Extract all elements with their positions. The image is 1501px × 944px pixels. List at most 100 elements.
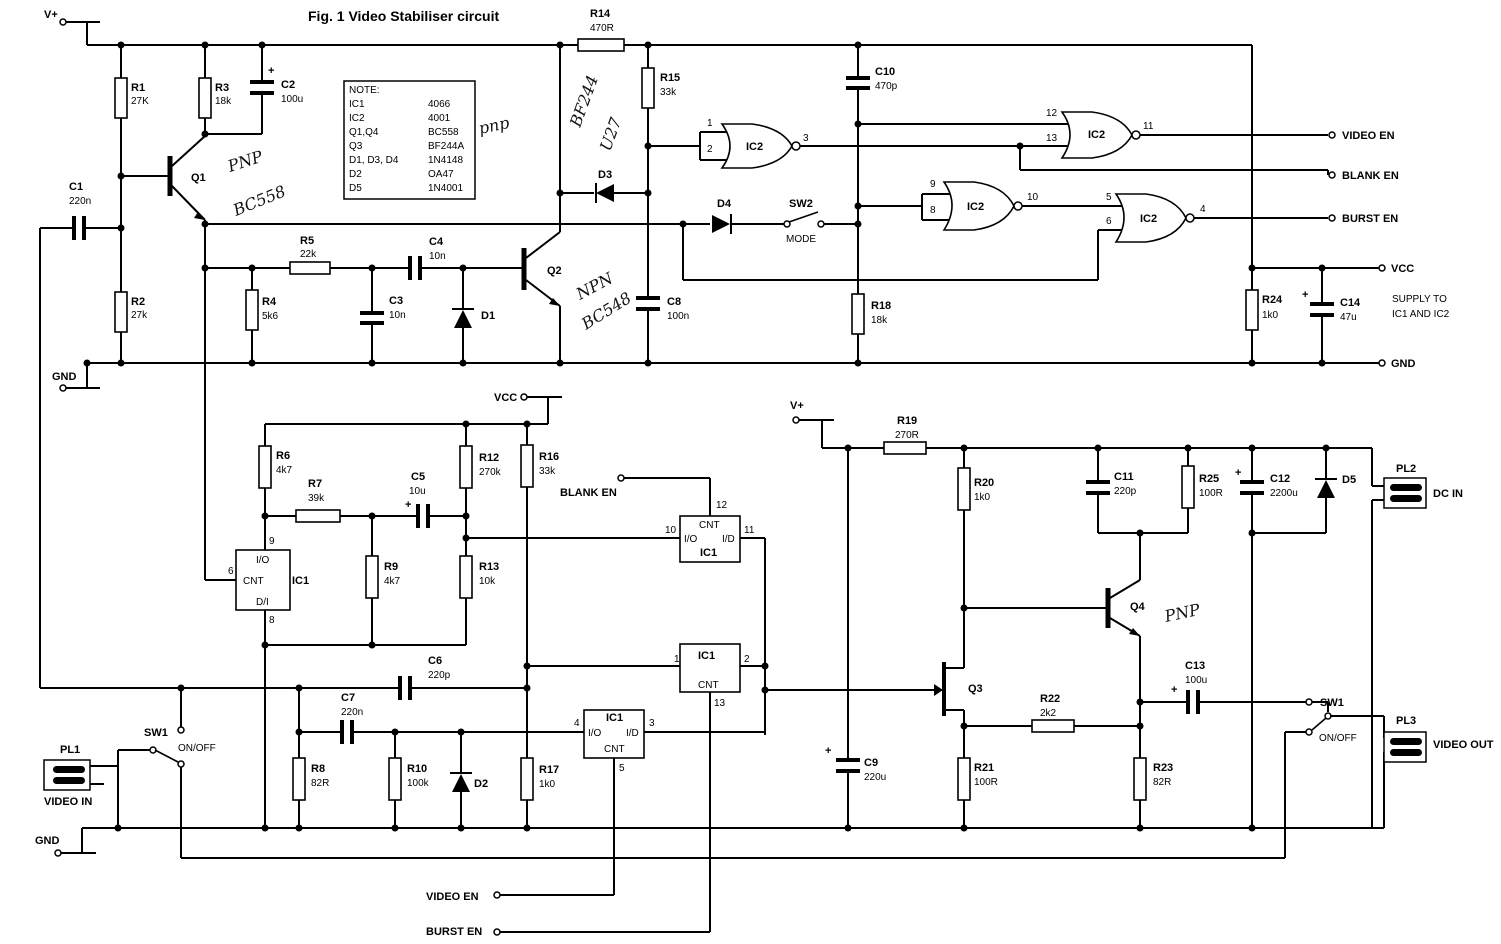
- diode-d3: [596, 184, 614, 202]
- resistor-r17: [520, 757, 534, 801]
- r24-ref: R24: [1262, 294, 1283, 306]
- svg-text:+: +: [1235, 467, 1241, 479]
- r9-value: 4k7: [384, 576, 401, 587]
- resistor-r24: [1245, 289, 1259, 331]
- gnd-label: GND: [52, 371, 77, 383]
- resistor-r21: [957, 757, 971, 801]
- gate-label: IC2: [1088, 129, 1105, 141]
- sw1-output-label: ON/OFF: [1319, 733, 1357, 744]
- resistor-r4: [245, 289, 259, 331]
- c7-ref: C7: [341, 692, 355, 704]
- note-value: BF244A: [428, 141, 464, 152]
- resistor-r3: [198, 77, 212, 119]
- switch-sw1-input[interactable]: [154, 749, 179, 763]
- r14-ref: R14: [590, 8, 611, 20]
- pin-label: 12: [1046, 108, 1058, 119]
- ic1-s3-cnt: CNT: [698, 680, 719, 691]
- sw1-label: ON/OFF: [178, 743, 216, 754]
- pin-label: 9: [269, 536, 275, 547]
- handwritten-note: U27: [596, 114, 626, 153]
- r20-ref: R20: [974, 477, 994, 489]
- video-en-input-terminal: [493, 891, 501, 899]
- r2-ref: R2: [131, 296, 145, 308]
- ic1-switch-3: [500, 643, 765, 933]
- pin-label: 12: [716, 500, 728, 511]
- d1-ref: D1: [481, 310, 495, 322]
- c9-value: 220u: [864, 772, 886, 783]
- diode-d4: [712, 215, 730, 233]
- sw2-ref: SW2: [789, 198, 813, 210]
- supply-decoupling: +: [1245, 268, 1334, 363]
- r15-value: 33k: [660, 87, 677, 98]
- resistor-r13: [459, 555, 473, 599]
- c3-value: 10n: [389, 310, 406, 321]
- connector-pl2: [1383, 477, 1427, 509]
- switch-sw2[interactable]: [788, 211, 819, 223]
- c7-value: 220n: [341, 707, 363, 718]
- svg-text:+: +: [1302, 289, 1308, 301]
- pin-label: 4: [574, 718, 580, 729]
- c13-value: 100u: [1185, 675, 1207, 686]
- nor-gate-2: [1019, 111, 1328, 171]
- vcc-terminal: [1378, 264, 1386, 272]
- pin-label: 13: [714, 698, 726, 709]
- svg-text:+: +: [405, 499, 411, 511]
- c14-ref: C14: [1340, 297, 1361, 309]
- note-part: D2: [349, 169, 362, 180]
- pin-label: 11: [1143, 121, 1154, 132]
- note-part: D5: [349, 183, 362, 194]
- video-en-terminal: [1328, 131, 1336, 139]
- pin-label: 1: [707, 118, 713, 129]
- figure-title: Fig. 1 Video Stabiliser circuit: [308, 8, 499, 24]
- pin-label: 6: [228, 566, 234, 577]
- q1-emitter-network: +: [198, 45, 274, 135]
- resistor-r6: [258, 445, 272, 489]
- sw1-ref: SW1: [144, 727, 168, 739]
- top-power-wiring: [64, 21, 1380, 389]
- r21-value: 100R: [974, 777, 998, 788]
- r20-value: 1k0: [974, 492, 991, 503]
- pin-label: 13: [1046, 133, 1058, 144]
- r5-value: 22k: [300, 249, 317, 260]
- handwritten-note: PNP: [224, 147, 265, 176]
- ic1-s1-cnt: CNT: [243, 576, 264, 587]
- mode-switch-path: [205, 211, 1122, 281]
- q2-ref: Q2: [547, 265, 562, 277]
- r13-value: 10k: [479, 576, 496, 587]
- resistor-r5: [289, 261, 331, 275]
- sync-separator: [205, 256, 522, 363]
- resistor-r14: [577, 38, 625, 52]
- q3-ref: Q3: [968, 683, 983, 695]
- vcc-label: VCC: [1391, 263, 1414, 275]
- r10-value: 100k: [407, 778, 430, 789]
- burst-en-label: BURST EN: [1342, 213, 1398, 225]
- gnd-terminal: [59, 384, 67, 392]
- v-plus-label: V+: [44, 9, 58, 21]
- r12-value: 270k: [479, 467, 502, 478]
- blank-en-terminal: [1328, 171, 1336, 179]
- pin-label: 8: [930, 205, 936, 216]
- r3-ref: R3: [215, 82, 229, 94]
- vcc-mid-wiring: [265, 396, 562, 445]
- pin-label: 9: [930, 179, 936, 190]
- note-value: 1N4001: [428, 183, 463, 194]
- r14-value: 470R: [590, 23, 614, 34]
- ic1-s4-cnt: CNT: [604, 744, 625, 755]
- c6-ref: C6: [428, 655, 442, 667]
- pin-label: 8: [269, 615, 275, 626]
- resistor-r7: [295, 509, 341, 523]
- note-heading: NOTE:: [349, 85, 380, 96]
- d5-ref: D5: [1342, 474, 1356, 486]
- resistor-r9: [365, 555, 379, 599]
- pin-label: 2: [707, 144, 713, 155]
- handwritten-note: BC558: [229, 182, 288, 221]
- r23-value: 82R: [1153, 777, 1171, 788]
- d2-ref: D2: [474, 778, 488, 790]
- ic1-s1-io: I/O: [256, 555, 270, 566]
- supply-note-line-2: IC1 AND IC2: [1392, 309, 1450, 320]
- pin-label: 10: [1027, 192, 1039, 203]
- note-part: IC2: [349, 113, 365, 124]
- r16-value: 33k: [539, 466, 556, 477]
- pin-label: 11: [744, 525, 755, 536]
- switch-sw1-output[interactable]: [1311, 717, 1327, 731]
